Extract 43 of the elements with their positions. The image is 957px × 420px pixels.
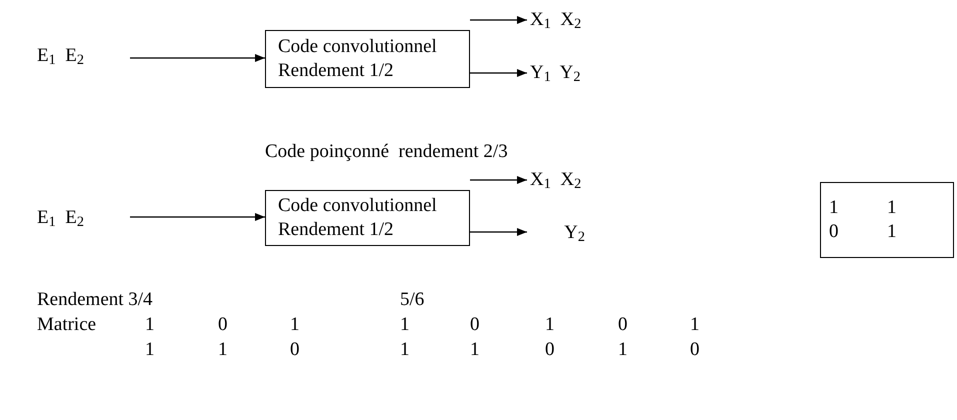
signal-label: E$_{1}$ E$_{2}$ <box>37 206 84 232</box>
signal-label: X$_{1}$ X$_{2}$ <box>529 8 582 34</box>
matrix-value: 1 <box>887 220 898 244</box>
signal-label: Y$_{2}$ <box>564 220 585 248</box>
box-text: Code convolutionnel <box>278 194 438 218</box>
matrix-value: 1 <box>218 338 228 362</box>
matrix-value: 1 <box>145 338 154 362</box>
arrow <box>470 228 527 236</box>
row-label: Matrice <box>37 313 96 337</box>
matrix-value: 1 <box>829 196 840 220</box>
signal-label: X$_{1}$ X$_{2}$ <box>529 168 582 194</box>
arrow <box>130 54 265 62</box>
arrow <box>130 213 265 221</box>
box-text: Rendement 1/2 <box>278 218 395 242</box>
box-text: Code convolutionnel <box>278 35 438 59</box>
matrix-value: 1 <box>470 338 480 362</box>
matrix-value: 1 <box>887 196 898 220</box>
matrix-value: 1 <box>145 313 154 337</box>
signal-label: Y$_{1}$ Y$_{2}$ <box>529 60 581 88</box>
matrix-value: 0 <box>218 313 228 337</box>
caption-text: Code poinçonné rendement 2/3 <box>265 140 508 164</box>
box-text: Rendement 1/2 <box>278 59 395 83</box>
arrow <box>470 69 527 77</box>
process-box <box>265 30 470 88</box>
signal-label: E$_{1}$ E$_{2}$ <box>37 44 84 70</box>
matrix-value: 1 <box>400 338 410 362</box>
row-label: 5/6 <box>400 288 424 312</box>
matrix-value: 0 <box>690 338 700 362</box>
matrix-value: 1 <box>545 313 554 337</box>
row-label: Rendement 3/4 <box>37 288 153 312</box>
matrix-value: 0 <box>829 220 840 244</box>
matrix-value: 1 <box>290 313 300 337</box>
process-box <box>265 190 470 246</box>
matrix-value: 1 <box>618 338 628 362</box>
matrix-value: 1 <box>690 313 700 337</box>
arrow <box>470 16 527 24</box>
matrix-box <box>820 182 954 258</box>
matrix-value: 0 <box>470 313 480 337</box>
arrow <box>470 176 527 184</box>
matrix-value: 0 <box>290 338 300 362</box>
matrix-value: 1 <box>400 313 410 337</box>
matrix-value: 0 <box>545 338 554 362</box>
matrix-value: 0 <box>618 313 628 337</box>
